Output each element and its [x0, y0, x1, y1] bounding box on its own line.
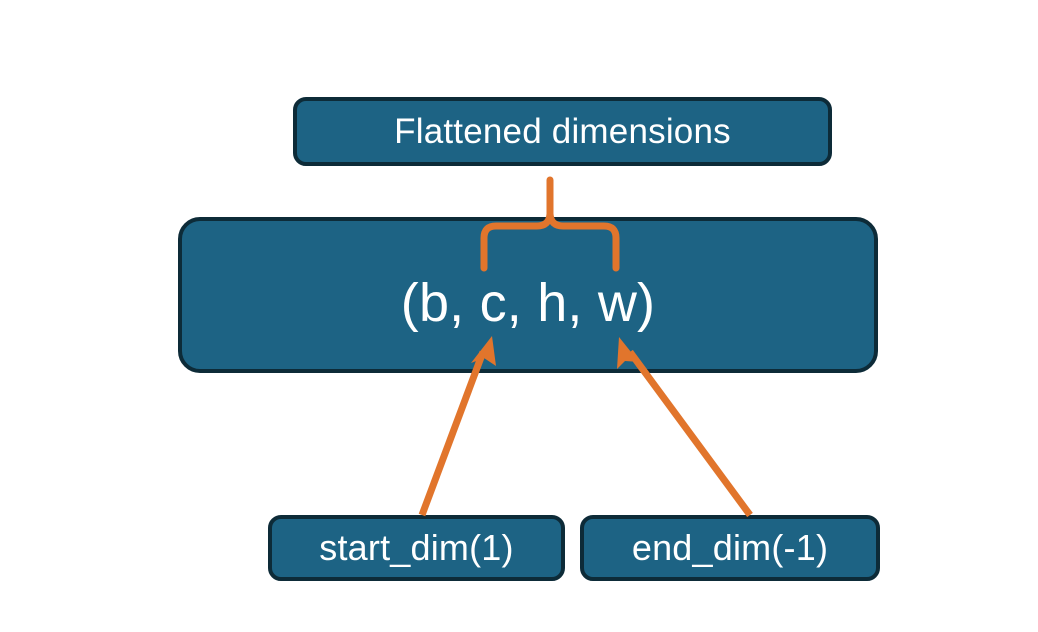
tensor-shape-label: (b, c, h, w): [400, 273, 656, 333]
start-dim-box: start_dim(1): [268, 515, 565, 581]
flattened-dimensions-label: Flattened dimensions: [394, 111, 731, 151]
start-dim-label: start_dim(1): [319, 527, 514, 568]
start-dim-arrow-line: [418, 350, 487, 517]
end-dim-box: end_dim(-1): [580, 515, 880, 581]
end-dim-label: end_dim(-1): [631, 527, 829, 568]
flattened-dimensions-box: Flattened dimensions: [293, 97, 832, 166]
tensor-shape-box: (b, c, h, w): [178, 217, 878, 373]
end-dim-arrow-line: [627, 349, 753, 518]
